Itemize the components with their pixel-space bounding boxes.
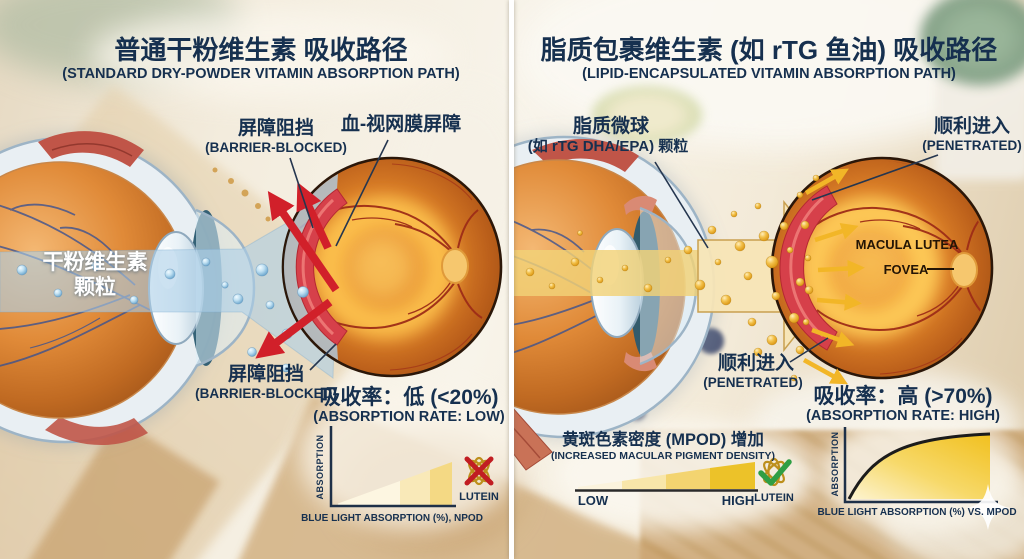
- right-subtitle: (LIPID-ENCAPSULATED VITAMIN ABSORPTION P…: [582, 66, 956, 82]
- left-subtitle: (STANDARD DRY-POWDER VITAMIN ABSORPTION …: [62, 66, 460, 82]
- left-mini-chart: [329, 426, 456, 508]
- label-penetrated-bottom-zh: 顺利进入: [717, 353, 795, 374]
- mpod-title-en: (INCREASED MACULAR PIGMENT DENSITY): [550, 450, 776, 462]
- left-barrier-gap: [283, 174, 338, 360]
- label-lipid-micelle-sub: (如 rTG DHA/EPA) 颗粒: [527, 138, 689, 155]
- left-lutein-label: LUTEIN: [459, 491, 499, 503]
- label-barrier-blocked-bottom-en: (BARRIER-BLOCKED): [195, 386, 337, 401]
- right-title: 脂质包裹维生素 (如 rTG 鱼油) 吸收路径: [540, 35, 998, 65]
- left-chart-ylabel: ABSORPTION: [314, 434, 325, 500]
- lipid-light-beam: [512, 250, 700, 296]
- macula-lutea-label: MACULA LUTEA: [855, 237, 959, 252]
- panel-divider: [509, 0, 514, 559]
- left-absorption-rate-zh: 吸收率：低 (<20%): [319, 386, 499, 409]
- left-absorption-rate-en: (ABSORPTION RATE: LOW): [313, 409, 505, 425]
- label-barrier-blocked-top-zh: 屏障阻挡: [237, 118, 315, 139]
- label-barrier-blocked-top-en: (BARRIER-BLOCKED): [205, 140, 347, 155]
- avocado-blur: [592, 86, 702, 144]
- right-leader-lines: [654, 154, 939, 363]
- mpod-title-zh: 黄斑色素密度 (MPOD) 增加: [562, 431, 764, 449]
- right-absorption-rate-zh: 吸收率：高 (>70%): [813, 385, 993, 408]
- sparkle-icon: [967, 484, 1010, 530]
- left-panel-illustration: [0, 131, 503, 508]
- blocked-bounce-arrows: [255, 182, 340, 359]
- fovea-label: FOVEA: [883, 262, 929, 277]
- right-optic-disc: [950, 252, 978, 288]
- succulent-pot-blur: [935, 75, 1024, 180]
- lutein-blocked-icon: [464, 456, 494, 486]
- label-blood-retina-barrier: 血-视网膜屏障: [340, 114, 462, 135]
- right-eyeball-cross-section: [512, 132, 719, 471]
- lipid-droplets: [525, 174, 820, 382]
- right-panel-illustration: [512, 132, 1010, 530]
- left-optic-disc: [441, 248, 469, 284]
- mpod-gradient-bar: [575, 462, 758, 492]
- label-lipid-micelle-zh: 脂质微球: [572, 116, 650, 137]
- left-leader-lines: [289, 139, 389, 371]
- left-fundus-retina: [281, 156, 503, 378]
- right-optic-nerve: [512, 406, 553, 471]
- succulent-leaves-blur: [920, 0, 1024, 85]
- powder-bubbles: [16, 257, 309, 373]
- label-penetrated-top-en: (PENETRATED): [922, 138, 1022, 153]
- beam-label-line2: 颗粒: [74, 276, 116, 299]
- x-cross-icon: [464, 456, 494, 486]
- label-barrier-blocked-bottom-zh: 屏障阻挡: [227, 364, 305, 385]
- right-absorption-rate-en: (ABSORPTION RATE: HIGH): [806, 408, 1000, 424]
- escaped-particles: [212, 167, 271, 222]
- haze-left-title: [90, 10, 450, 100]
- right-chart-xlabel: BLUE LIGHT ABSORPTION (%) VS. MPOD: [817, 507, 1017, 518]
- penetrated-small-arrows: [802, 168, 865, 385]
- right-barrier-band: [779, 185, 838, 351]
- left-chart-xlabel: BLUE LIGHT ABSORPTION (%), NPOD: [301, 513, 483, 524]
- mpod-low-label: LOW: [577, 493, 609, 508]
- left-title: 普通干粉维生素 吸收路径: [114, 35, 408, 65]
- right-chart-ylabel: ABSORPTION: [829, 431, 840, 497]
- right-lutein-label: LUTEIN: [754, 492, 794, 504]
- right-fundus-retina: [770, 156, 994, 380]
- right-mini-chart: [843, 427, 998, 504]
- checkmark-icon: [758, 459, 792, 486]
- label-penetrated-bottom-en: (PENETRATED): [703, 375, 803, 390]
- label-penetrated-top-zh: 顺利进入: [933, 116, 1011, 137]
- lutein-approved-icon: [758, 457, 792, 487]
- mpod-high-label: HIGH: [721, 493, 755, 508]
- beam-label-line1: 干粉维生素: [42, 251, 148, 274]
